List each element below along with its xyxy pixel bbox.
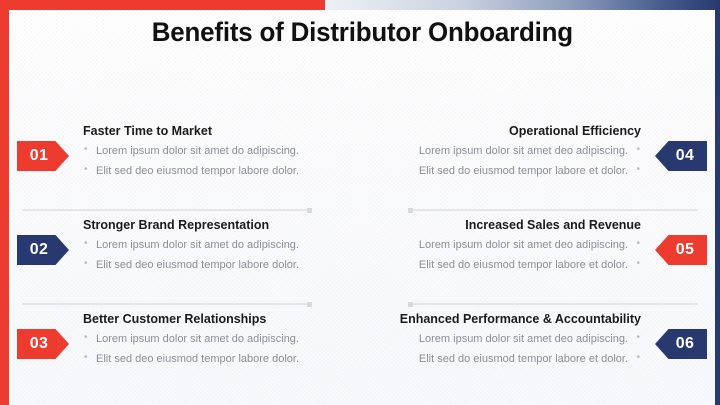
benefit-number-badge-02: 02 — [17, 235, 69, 265]
top-band-blue-gradient-segment — [325, 0, 720, 10]
benefit-item-03: 03 Better Customer Relationships Lorem i… — [9, 306, 362, 400]
benefit-item-01: 01 Faster Time to Market Lorem ipsum dol… — [9, 118, 362, 212]
benefit-body-03: Better Customer Relationships Lorem ipsu… — [69, 312, 344, 375]
benefit-body-05: Increased Sales and Revenue Lorem ipsum … — [380, 218, 655, 281]
bullet-item: Lorem ipsum dolor sit amet do adipiscing… — [83, 239, 344, 252]
page-title: Benefits of Distributor Onboarding — [151, 16, 573, 47]
benefit-title-01: Faster Time to Market — [83, 124, 212, 138]
benefit-title-05: Increased Sales and Revenue — [465, 218, 641, 232]
divider-right-row1 — [408, 207, 698, 213]
benefit-bullets-02: Lorem ipsum dolor sit amet do adipiscing… — [83, 239, 344, 272]
benefit-title-04: Operational Efficiency — [509, 124, 641, 138]
benefit-bullets-06: Lorem ipsum dolor sit amet deo adipiscin… — [380, 333, 641, 366]
bullet-item: Lorem ipsum dolor sit amet do adipiscing… — [83, 333, 344, 346]
bullet-item: Lorem ipsum dolor sit amet do adipiscing… — [83, 145, 344, 158]
bullet-item: Lorem ipsum dolor sit amet deo adipiscin… — [380, 239, 641, 252]
benefit-title-06: Enhanced Performance & Accountability — [399, 312, 641, 326]
bullet-item: Elit sed do eiusmod tempor labore et dol… — [380, 259, 641, 272]
left-accent-border — [0, 0, 9, 405]
divider-left-row2 — [22, 301, 312, 307]
benefits-grid: 01 Faster Time to Market Lorem ipsum dol… — [9, 118, 715, 400]
bullet-item: Lorem ipsum dolor sit amet deo adipiscin… — [380, 333, 641, 346]
benefit-number-badge-01: 01 — [17, 141, 69, 171]
bullet-item: Elit sed do eiusmod tempor labore et dol… — [380, 353, 641, 366]
benefit-item-02: 02 Stronger Brand Representation Lorem i… — [9, 212, 362, 306]
benefit-title-02: Stronger Brand Representation — [83, 218, 270, 232]
bullet-item: Lorem ipsum dolor sit amet deo adipiscin… — [380, 145, 641, 158]
bullet-item: Elit sed deo eiusmod tempor labore dolor… — [83, 353, 344, 366]
benefit-number-badge-04: 04 — [655, 141, 707, 171]
top-band-red-segment — [0, 0, 325, 10]
benefit-item-04: 04 Operational Efficiency Lorem ipsum do… — [362, 118, 715, 212]
benefit-bullets-05: Lorem ipsum dolor sit amet deo adipiscin… — [380, 239, 641, 272]
bullet-item: Elit sed deo eiusmod tempor labore dolor… — [83, 165, 344, 178]
right-accent-border — [715, 8, 720, 405]
benefit-body-02: Stronger Brand Representation Lorem ipsu… — [69, 218, 344, 281]
divider-right-row2 — [408, 301, 698, 307]
bullet-item: Elit sed do eiusmod tempor labore et dol… — [380, 165, 641, 178]
bullet-item: Elit sed deo eiusmod tempor labore dolor… — [83, 259, 344, 272]
benefit-number-badge-03: 03 — [17, 329, 69, 359]
benefit-bullets-03: Lorem ipsum dolor sit amet do adipiscing… — [83, 333, 344, 366]
benefit-body-04: Operational Efficiency Lorem ipsum dolor… — [380, 124, 655, 187]
benefit-bullets-04: Lorem ipsum dolor sit amet deo adipiscin… — [380, 145, 641, 178]
benefit-body-06: Enhanced Performance & Accountability Lo… — [380, 312, 655, 375]
benefit-item-05: 05 Increased Sales and Revenue Lorem ips… — [362, 212, 715, 306]
benefit-number-badge-05: 05 — [655, 235, 707, 265]
benefit-bullets-01: Lorem ipsum dolor sit amet do adipiscing… — [83, 145, 344, 178]
benefit-title-03: Better Customer Relationships — [83, 312, 267, 326]
title-container: Benefits of Distributor Onboarding — [9, 10, 715, 54]
benefit-number-badge-06: 06 — [655, 329, 707, 359]
top-accent-band — [0, 0, 720, 10]
benefit-body-01: Faster Time to Market Lorem ipsum dolor … — [69, 124, 344, 187]
divider-left-row1 — [22, 207, 312, 213]
benefit-item-06: 06 Enhanced Performance & Accountability… — [362, 306, 715, 400]
